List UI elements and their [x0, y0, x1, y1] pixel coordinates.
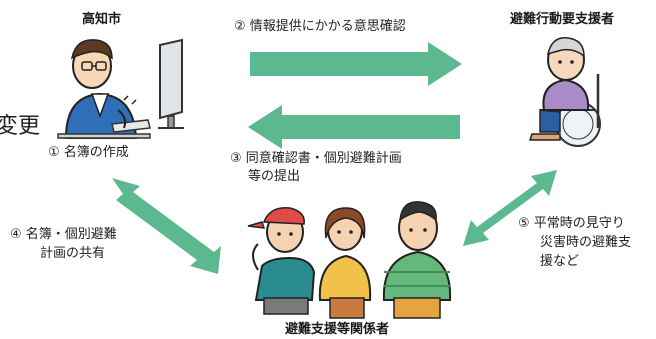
edge-daily-support-label-line3: 援など [540, 254, 580, 269]
arrow-list-sharing [112, 178, 221, 274]
edge-plan-submission-label-line2: 等の提出 [248, 169, 301, 184]
edge-consent-inquiry-label: ② 情報提供にかかる意思確認 [234, 19, 406, 34]
arrow-consent-inquiry [250, 42, 462, 86]
edge-list-sharing-label-line1: ④ 名簿・個別避難 [10, 227, 117, 242]
left-edge-cut-text: 変更 [0, 114, 41, 139]
city-staff-illustration [57, 38, 184, 139]
supporters-illustration [247, 201, 452, 319]
elderly-wheelchair-illustration [528, 37, 601, 147]
edge-daily-support-label-line2: 災害時の避難支 [540, 235, 632, 250]
edge-daily-support-label-line1: ⑤ 平常時の見守り [518, 216, 625, 231]
supporter-cap-figure [247, 207, 316, 315]
arrow-daily-support [463, 170, 557, 246]
arrow-plan-submission [248, 105, 460, 149]
supporters-title: 避難支援等関係者 [285, 322, 390, 337]
supporter-man-figure [382, 201, 452, 319]
edge-list-sharing-label-line2: 計画の共有 [40, 246, 106, 261]
city-caption: ① 名簿の作成 [48, 145, 129, 160]
city-title: 高知市 [82, 12, 122, 27]
edge-plan-submission-label-line1: ③ 同意確認書・個別避難計画 [230, 151, 402, 166]
supporter-woman-figure [318, 207, 372, 319]
requester-title: 避難行動要支援者 [510, 12, 615, 27]
